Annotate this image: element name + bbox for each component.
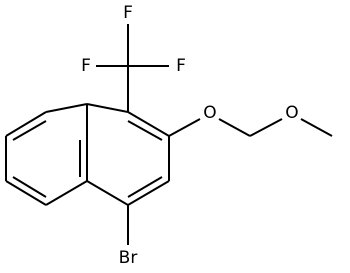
bond-c2-o1	[168, 118, 201, 137]
bond-c8-c7-inner	[12, 120, 47, 141]
atom-br: Br	[119, 248, 138, 268]
bond-c1-c2	[127, 111, 170, 137]
bond-c8a-c8	[45, 103, 88, 113]
bond-ch2-o2	[249, 118, 283, 137]
bond-c5-c4a	[45, 180, 88, 206]
atom-o-ether: O	[203, 103, 216, 123]
atom-f-left: F	[81, 56, 91, 76]
bonds	[5, 24, 333, 245]
atom-labels: F F F O O Br	[81, 3, 299, 268]
bond-c8a-c1	[86, 103, 129, 113]
bond-c1-c2-inner	[127, 120, 163, 141]
bond-o2-ch3	[300, 118, 333, 137]
bond-c3-c4-inner	[127, 176, 163, 198]
bond-c8-c7	[5, 111, 47, 137]
atom-f-top: F	[123, 3, 133, 23]
atom-f-right: F	[176, 56, 186, 76]
bond-c4-c4a	[86, 180, 129, 206]
bond-c3-c4	[127, 180, 170, 206]
atom-o-methoxy: O	[285, 103, 298, 123]
bond-o1-ch2	[218, 118, 251, 137]
bond-c6-c5-inner	[12, 176, 47, 198]
bond-c6-c5	[5, 180, 47, 206]
